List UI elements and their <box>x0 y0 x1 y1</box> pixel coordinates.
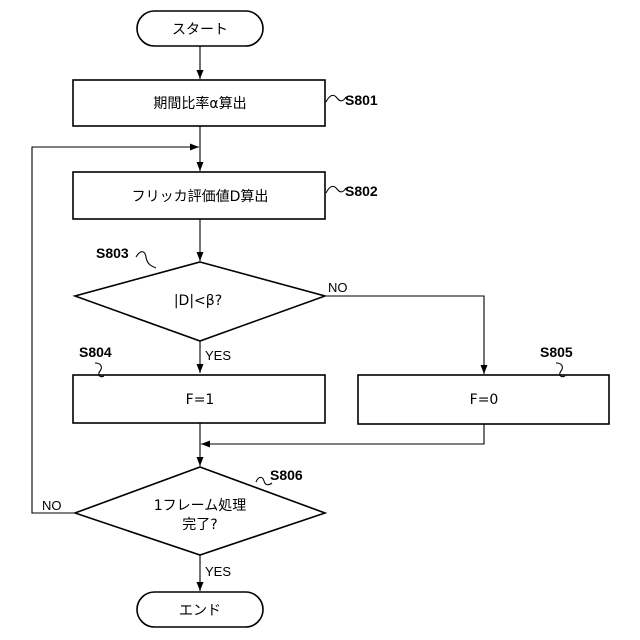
s802-step-label: S802 <box>345 183 378 199</box>
s806-yes-label: YES <box>205 564 231 579</box>
connector-s805-merge <box>201 424 484 444</box>
s803-leader-line <box>136 252 156 268</box>
s802-leader-line <box>326 186 346 193</box>
s801-leader-line <box>326 95 346 102</box>
s804-step-label: S804 <box>79 344 112 360</box>
s805-step-label: S805 <box>540 344 573 360</box>
s806-step-label: S806 <box>270 467 303 483</box>
s803-yes-label: YES <box>205 348 231 363</box>
s801-text: 期間比率α算出 <box>153 95 246 112</box>
start-label: スタート <box>172 22 228 38</box>
s806-text-line1: 1フレーム処理 <box>154 498 247 514</box>
s801-step-label: S801 <box>345 92 378 108</box>
s805-text: F=0 <box>470 392 499 408</box>
end-label: エンド <box>179 603 221 619</box>
s803-step-label: S803 <box>96 245 129 261</box>
s803-no-label: NO <box>328 280 348 295</box>
s806-text-line2: 完了? <box>182 517 217 533</box>
s802-text: フリッカ評価値D算出 <box>132 189 269 205</box>
s804-text: F=1 <box>186 392 215 408</box>
s803-text: |D|<β? <box>174 293 222 309</box>
connector-s803-no <box>325 296 484 374</box>
s806-no-label: NO <box>42 498 62 513</box>
